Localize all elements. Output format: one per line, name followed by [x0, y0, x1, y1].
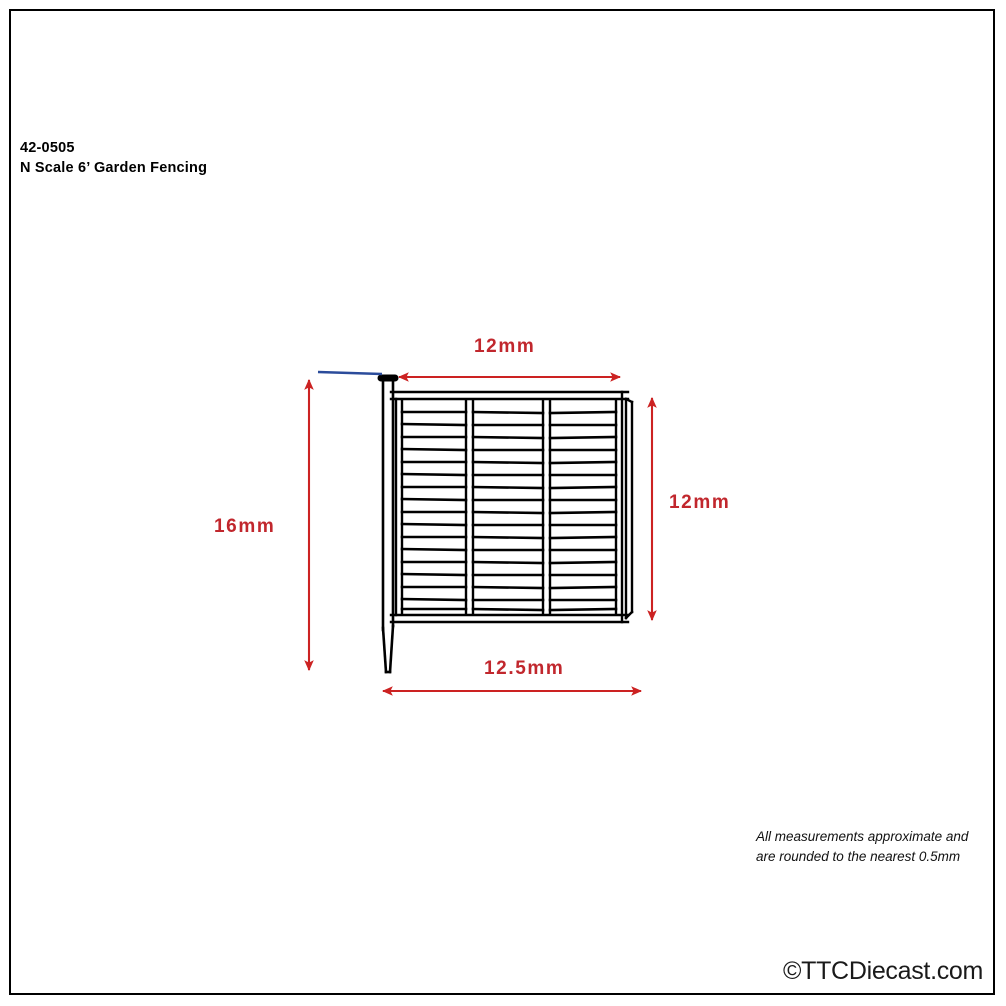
slat-rows [400, 410, 618, 612]
sheet-border [9, 9, 995, 995]
dimension-label-overall-width: 12.5mm [484, 658, 565, 679]
copyright-watermark: ©TTCDiecast.com [783, 957, 984, 985]
left-post [377, 374, 399, 674]
right-post [624, 397, 634, 620]
post-cap-leader-line [317, 370, 383, 376]
inner-post-1 [464, 398, 475, 616]
dimension-lines [304, 372, 657, 696]
part-number: 42-0505 [20, 140, 75, 156]
fence-panel [377, 374, 634, 674]
dimension-label-panel-height: 12mm [669, 492, 731, 513]
footnote-line-1: All measurements approximate and [756, 829, 969, 844]
post-spike [381, 626, 388, 674]
measurement-footnote: All measurements approximate and are rou… [756, 827, 1006, 868]
dimension-label-panel-width: 12mm [474, 336, 536, 357]
part-title: N Scale 6’ Garden Fencing [20, 159, 208, 176]
title-block: 42-0505 N Scale 6’ Garden Fencing [20, 139, 207, 178]
footnote-line-2: are rounded to the nearest 0.5mm [756, 849, 961, 865]
dimension-label-overall-height: 16mm [214, 516, 276, 537]
inner-post-2 [541, 398, 552, 616]
panel-frame [389, 390, 630, 624]
